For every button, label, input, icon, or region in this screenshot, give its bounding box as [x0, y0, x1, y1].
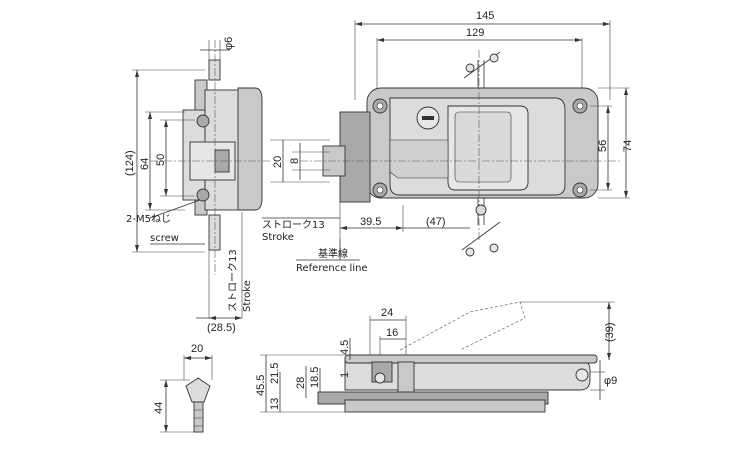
dim-129: 129: [466, 27, 484, 39]
dim-16: 16: [386, 327, 398, 339]
dim-21-5: 21.5: [269, 363, 281, 384]
dim-47: (47): [426, 216, 446, 228]
dim-phi9: φ9: [604, 375, 617, 387]
dim-4-5: 4.5: [339, 340, 351, 355]
dim-18-5: 18.5: [309, 367, 321, 388]
front-view: 145 129: [262, 10, 634, 274]
dim-64: 64: [139, 158, 151, 170]
dim-phi6: φ6: [223, 37, 235, 50]
side-view: φ6 (124) 64 50: [124, 37, 270, 334]
key-head: [185, 377, 211, 403]
dim-45-5: 45.5: [255, 375, 267, 396]
dim-8: 8: [289, 158, 301, 164]
screw-label-jp: 2-M5ねじ: [126, 213, 171, 225]
reference-label-jp: 基準線: [318, 247, 348, 260]
dim-key-20: 20: [191, 343, 203, 355]
bottom-view: 24 16 (39) φ9 45.5 13 21.5: [255, 301, 617, 413]
dim-56: 56: [597, 140, 609, 152]
stroke-label-en: Stroke: [262, 232, 294, 243]
dim-39: (39): [604, 322, 616, 342]
dim-74: 74: [622, 140, 634, 152]
dim-1: 1: [339, 372, 351, 378]
dim-13: 13: [269, 398, 281, 410]
screw-label-en: screw: [150, 233, 179, 244]
dim-124: (124): [124, 150, 136, 176]
dim-24: 24: [381, 307, 393, 319]
dim-20: 20: [272, 156, 284, 168]
dim-145: 145: [476, 10, 494, 22]
side-stroke-en: Stroke: [242, 280, 253, 312]
dim-50: 50: [155, 154, 167, 166]
reference-label-en: Reference line: [296, 263, 368, 274]
dim-28: 28: [295, 377, 307, 389]
side-stroke-jp: ストローク13: [227, 249, 239, 312]
stroke-label-jp: ストローク13: [262, 219, 325, 231]
dim-28-5: (28.5): [207, 322, 236, 334]
dim-key-44: 44: [153, 402, 165, 414]
dim-39-5: 39.5: [360, 216, 381, 228]
key-view: 20 44: [153, 343, 213, 433]
key-blade: [193, 401, 204, 433]
